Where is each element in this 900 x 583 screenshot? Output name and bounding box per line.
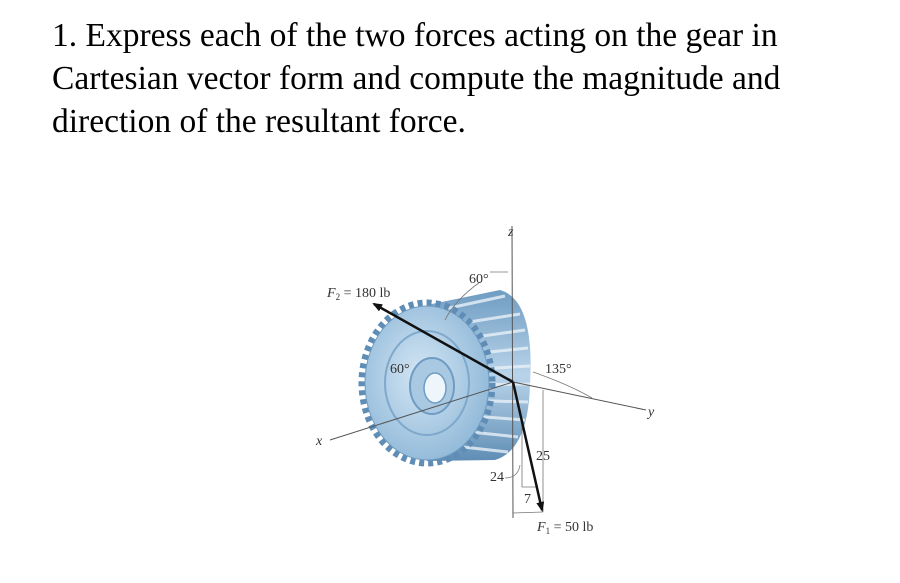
force-f1-arrow [511,381,545,512]
f2-label: F2 = 180 lb [326,286,390,302]
z-axis-label: z [507,225,514,240]
angle-left-label: 60° [390,362,410,377]
angle-right-label: 135° [545,362,572,377]
gear [358,290,531,467]
problem-statement: 1. Express each of the two forces acting… [52,14,892,143]
x-axis [329,381,514,441]
f1-label: F1 = 50 lb [536,520,593,536]
y-axis [512,381,647,411]
y-axis-label: y [646,405,655,420]
problem-number: 1. [52,17,78,54]
force-f2-arrow [372,302,514,384]
x-axis-label: x [315,434,323,449]
dimension-lines [444,271,593,514]
problem-text: Express each of the two forces acting on… [52,17,781,140]
z-axis [511,225,514,519]
dim-7-label: 7 [524,492,531,507]
angle-top-label: 60° [469,272,489,287]
dim-25-label: 25 [536,449,550,464]
dim-24-label: 24 [490,470,504,485]
